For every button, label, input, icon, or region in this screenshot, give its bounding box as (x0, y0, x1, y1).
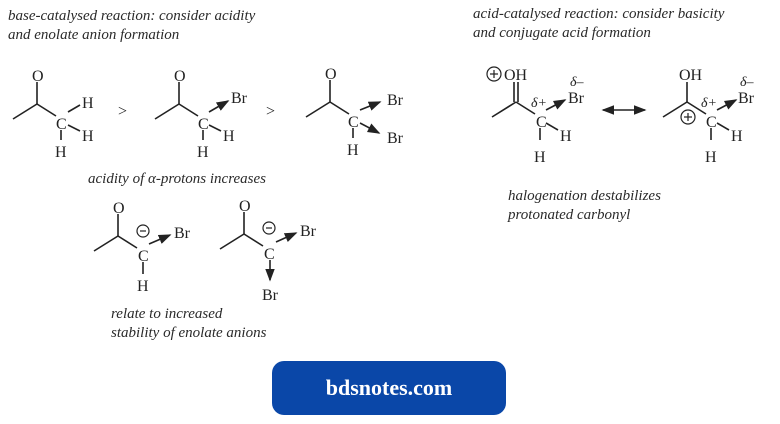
enolate-caption-line2: stability of enolate anions (111, 325, 267, 341)
greater-than-2: > (266, 103, 275, 120)
greater-than-1: > (118, 103, 127, 120)
svg-text:H: H (223, 128, 235, 145)
svg-text:H: H (82, 95, 94, 112)
acid-heading-line1: acid-catalysed reaction: consider basici… (473, 6, 725, 22)
acidity-caption: acidity of α-protons increases (88, 171, 266, 187)
svg-text:OH: OH (504, 67, 528, 84)
svg-text:C: C (264, 246, 275, 263)
svg-text:C: C (536, 114, 547, 131)
acid-caption-line2: protonated carbonyl (508, 207, 631, 223)
svg-text:H: H (137, 278, 149, 295)
base-heading-line2: and enolate anion formation (8, 27, 180, 43)
svg-text:Br: Br (738, 90, 755, 107)
svg-text:O: O (113, 200, 125, 217)
svg-text:C: C (138, 248, 149, 265)
protonated-carbonyl (486, 66, 567, 140)
svg-text:δ–: δ– (570, 75, 585, 90)
svg-text:OH: OH (679, 67, 703, 84)
svg-text:Br: Br (231, 90, 248, 107)
svg-text:Br: Br (568, 90, 585, 107)
carbocation-form (662, 82, 738, 140)
svg-text:C: C (198, 116, 209, 133)
svg-text:Br: Br (262, 287, 279, 304)
acid-caption-line1: halogenation destabilizes (508, 188, 661, 204)
svg-text:δ+: δ+ (531, 96, 547, 111)
svg-text:H: H (347, 142, 359, 159)
svg-text:O: O (32, 68, 44, 85)
svg-text:H: H (705, 149, 717, 166)
svg-text:C: C (706, 114, 717, 131)
svg-text:H: H (731, 128, 743, 145)
svg-text:H: H (82, 128, 94, 145)
svg-text:C: C (348, 114, 359, 131)
svg-text:δ–: δ– (740, 75, 755, 90)
svg-text:Br: Br (387, 92, 404, 109)
brand-badge[interactable]: bdsnotes.com (272, 361, 506, 415)
acid-heading-line2: and conjugate acid formation (473, 25, 651, 41)
molecule-acetone (12, 82, 81, 140)
svg-text:O: O (239, 198, 251, 215)
molecule-bromoacetone (154, 82, 230, 140)
svg-text:Br: Br (300, 223, 317, 240)
enolate-dibromo (219, 212, 298, 282)
molecule-dibromoacetone (305, 80, 382, 138)
svg-text:H: H (560, 128, 572, 145)
svg-text:δ+: δ+ (701, 96, 717, 111)
svg-text:Br: Br (174, 225, 191, 242)
svg-text:H: H (197, 144, 209, 161)
svg-text:C: C (56, 116, 67, 133)
svg-text:Br: Br (387, 130, 404, 147)
svg-text:H: H (55, 144, 67, 161)
svg-text:O: O (325, 66, 337, 83)
svg-text:O: O (174, 68, 186, 85)
base-heading-line1: base-catalysed reaction: consider acidit… (8, 8, 256, 24)
enolate-caption-line1: relate to increased (111, 306, 223, 322)
svg-text:H: H (534, 149, 546, 166)
enolate-monobromo (93, 214, 172, 274)
